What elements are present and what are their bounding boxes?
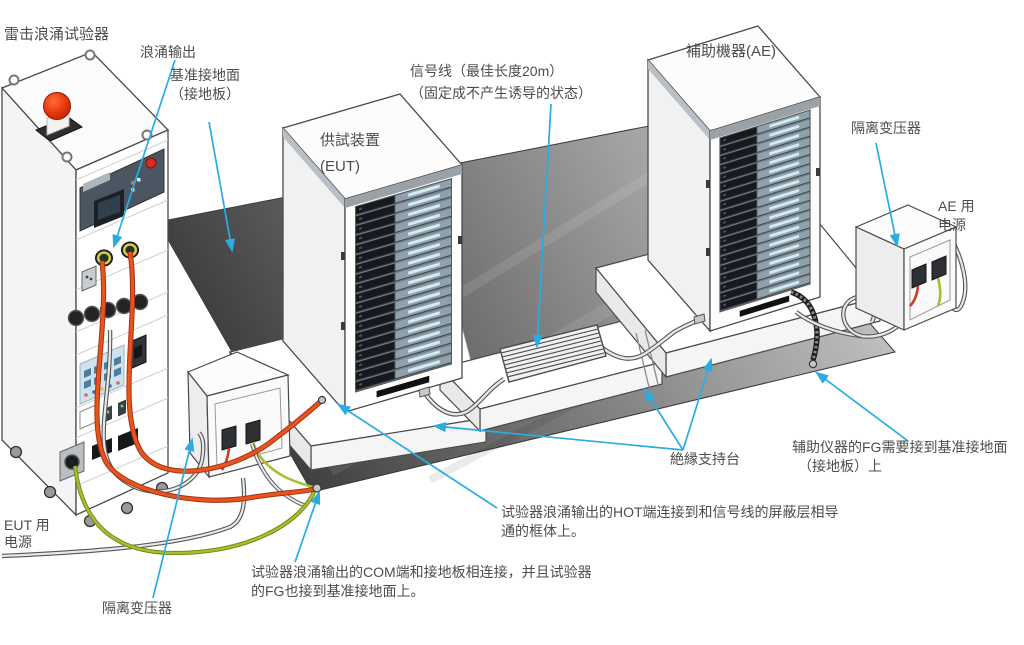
label-ae: 補助機器(AE) <box>686 43 777 60</box>
tester-display <box>98 195 120 220</box>
arrow-com-note <box>294 490 321 563</box>
cables <box>1 251 327 559</box>
signal-cable-coil <box>499 324 607 383</box>
label-tester-title: 雷击浪涌试验器 <box>4 24 109 45</box>
arrow-stand-eut <box>432 421 684 451</box>
outlet <box>245 419 261 445</box>
outlet <box>911 263 927 289</box>
start-button[interactable] <box>145 157 157 169</box>
emergency-stop-button[interactable] <box>35 92 84 142</box>
ae-fg-braid <box>789 289 820 369</box>
arrow-signal-line <box>532 103 552 349</box>
callout-arrows <box>112 59 909 599</box>
label-ae-fg-note: 辅助仪器的FG需要接到基准接地面 （接地板）上 <box>792 439 1008 474</box>
arrow-surge-output <box>112 59 176 249</box>
control-panel <box>79 148 165 232</box>
fg-terminal[interactable] <box>64 454 80 470</box>
signal-cable <box>418 313 706 417</box>
label-eut-power: EUT 用 电源 <box>4 517 50 550</box>
signal-plug-eut <box>418 386 431 398</box>
ae-rack <box>646 26 820 331</box>
arrow-ae-fg <box>814 371 909 442</box>
isolation-transformer-left <box>187 351 317 507</box>
label-hot-note: 试验器浪涌输出的HOT端连接到和信号线的屏蔽层相导 通的框体上。 <box>501 504 839 539</box>
coupling-knobs[interactable] <box>67 293 149 327</box>
label-isolation-left: 隔离变压器 <box>102 600 172 616</box>
label-ae-power: AE 用 电源 <box>938 198 975 233</box>
eut-server-units <box>356 179 452 404</box>
eut-hot-terminal <box>317 395 327 405</box>
signal-plug-ae <box>693 313 706 325</box>
label-isolation-right: 隔离变压器 <box>851 120 921 136</box>
arrow-stand-ae <box>682 357 713 451</box>
keypad-panel[interactable] <box>79 334 147 405</box>
eut-rack <box>281 94 462 412</box>
tester-title-text: 雷击浪涌试验器 <box>4 26 110 43</box>
isolation-transformer-right <box>794 204 968 339</box>
label-surge-output: 浪涌输出 <box>140 44 196 60</box>
arrow-hot-note <box>336 403 498 509</box>
arrow-isolation-left <box>152 437 195 599</box>
ground-plate-terminal <box>312 483 322 493</box>
label-com-note: 试验器浪涌输出的COM端和接地板相连接，并且试验器 的FG也接到基准接地面上。 <box>251 564 592 599</box>
label-signal-line: 信号线（最佳长度20m） （固定成不产生诱导的状态） <box>410 63 592 101</box>
outlet <box>931 255 947 281</box>
ae-server-units <box>720 110 810 323</box>
label-ground-plane: 基准接地面 （接地板） <box>170 67 240 102</box>
fg-screw-ae <box>808 359 818 369</box>
arrow-ground-plate <box>208 121 236 253</box>
outlet <box>221 425 237 451</box>
arrow-stand-middle <box>643 387 684 451</box>
eye-bolts <box>8 49 153 163</box>
arrow-isolation-right <box>875 142 900 248</box>
label-insulation-stand: 絶縁支持台 <box>670 451 740 467</box>
label-eut: 供試装置 (EUT) <box>320 132 381 175</box>
